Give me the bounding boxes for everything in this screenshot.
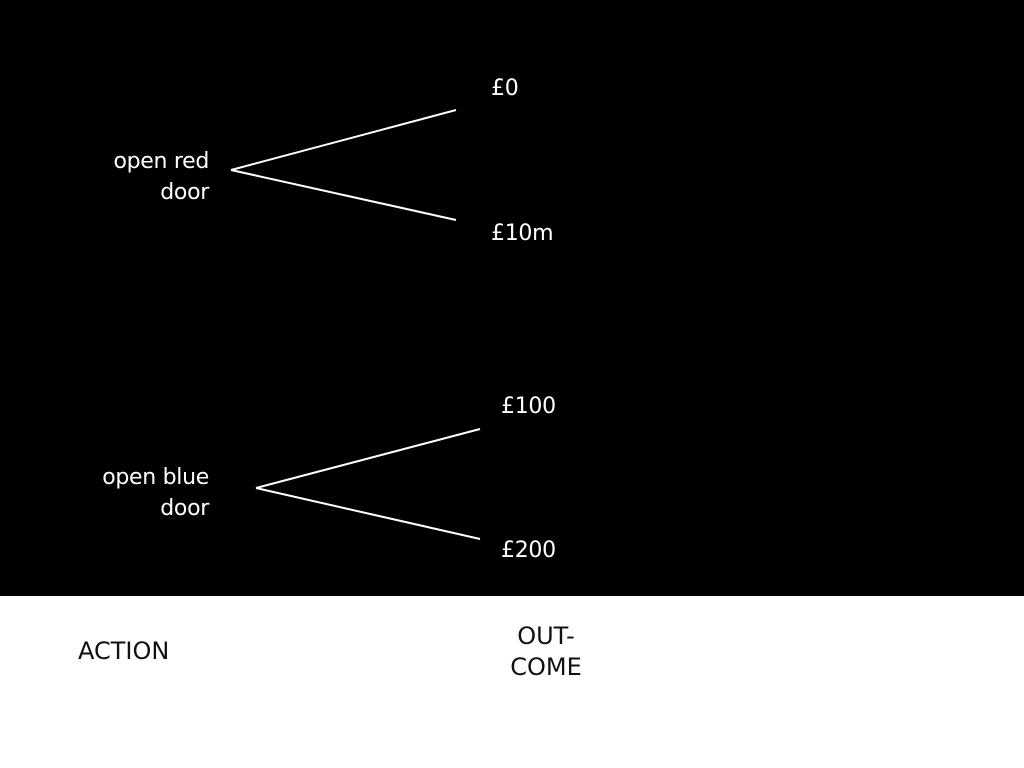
action-label-line-1: open red (113, 149, 209, 174)
action-label-blue-door: open blue door (49, 462, 209, 524)
outcome-heading-line-2: COME (510, 653, 582, 681)
branch-line-red-to-outcome-1 (230, 109, 457, 171)
action-column-heading: ACTION (78, 637, 170, 665)
outcome-column-heading: OUT- COME (496, 621, 596, 683)
outcome-heading-line-1: OUT- (517, 622, 575, 650)
outcome-label: £100 (501, 394, 556, 419)
action-label-line-2: door (160, 496, 209, 521)
diagram-panel: open red door £0 £10m open blue door £10… (0, 0, 1024, 596)
action-label-red-door: open red door (49, 146, 209, 208)
branch-line-red-to-outcome-2 (230, 169, 457, 221)
tree-lines (230, 109, 481, 540)
outcome-label: £0 (491, 76, 519, 101)
outcome-label: £10m (491, 221, 554, 246)
branch-line-blue-to-outcome-1 (255, 428, 481, 489)
action-label-line-2: door (160, 180, 209, 205)
branch-line-blue-to-outcome-2 (255, 487, 481, 540)
action-label-line-1: open blue (102, 465, 209, 490)
outcome-label: £200 (501, 538, 556, 563)
